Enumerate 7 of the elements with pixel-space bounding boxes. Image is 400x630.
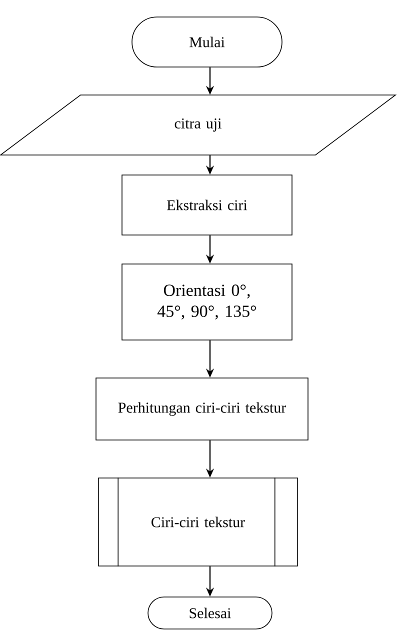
process-box: Perhitungan ciri-ciri tekstur	[96, 378, 308, 440]
process-box: Orientasi 0°, 45°, 90°, 135°	[122, 264, 292, 340]
process-box: Ekstraksi ciri	[122, 174, 292, 236]
predefined-process-box: Ciri-ciri tekstur	[98, 477, 298, 567]
terminal-box: Mulai	[132, 16, 282, 68]
terminal-box: Selesai	[148, 596, 272, 630]
input-parallelogram: citra uji	[0, 94, 397, 156]
